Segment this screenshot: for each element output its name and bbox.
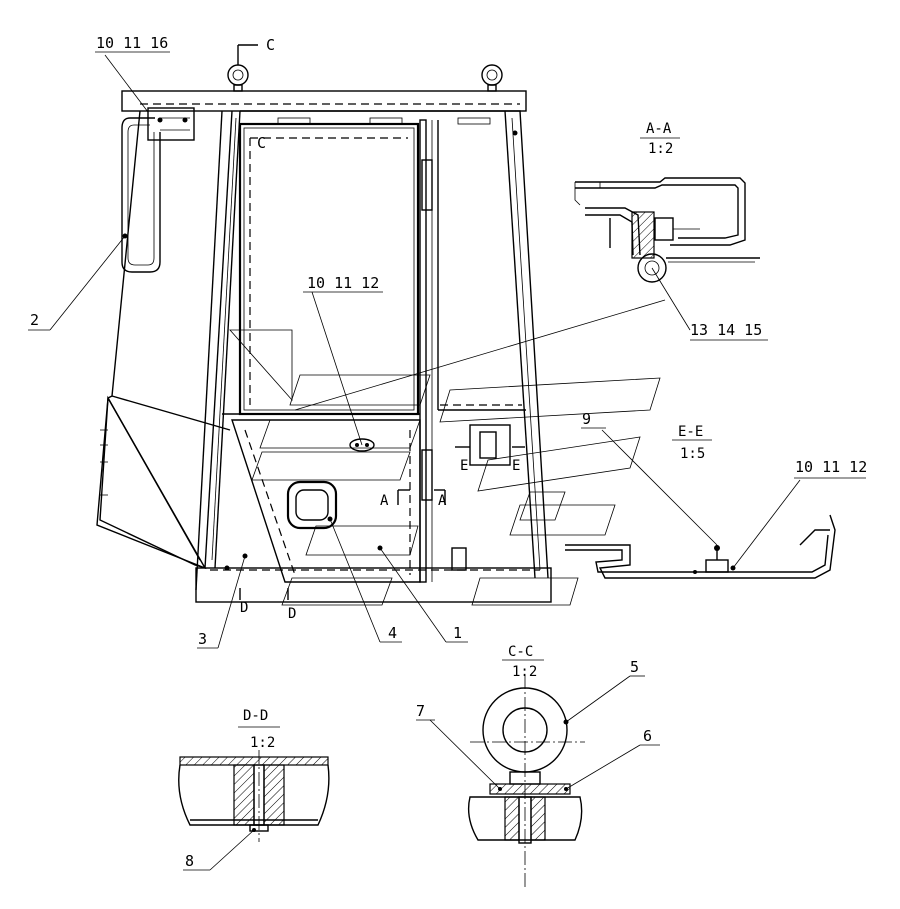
section-mark-a-right: A bbox=[438, 493, 447, 509]
lower-door-panel bbox=[231, 419, 421, 583]
rear-side-panel bbox=[99, 395, 207, 570]
handrail-bracket bbox=[147, 107, 195, 141]
section-mark-e-left: E bbox=[460, 458, 468, 474]
door-lock bbox=[349, 438, 375, 452]
section-dd-title: D-D bbox=[243, 708, 268, 724]
lifting-eye-right bbox=[481, 64, 503, 92]
lifting-eye-left bbox=[227, 64, 249, 92]
callout-5: 5 bbox=[630, 658, 639, 676]
callout-9: 9 bbox=[582, 410, 591, 428]
section-view-aa: A-A 1:2 bbox=[574, 121, 768, 341]
callout-6: 6 bbox=[643, 727, 652, 745]
callout-4: 4 bbox=[388, 624, 397, 642]
callout-2: 2 bbox=[30, 311, 39, 329]
section-cc-scale: 1:2 bbox=[512, 664, 537, 680]
cab-floor-base bbox=[195, 567, 552, 603]
leader-lines bbox=[28, 51, 468, 649]
section-view-cc: C-C 1:2 bbox=[416, 644, 660, 890]
section-mark-d-right: D bbox=[288, 606, 296, 622]
section-ee-title: E-E bbox=[678, 424, 703, 440]
callout-13-14-15: 13 14 15 bbox=[690, 321, 762, 339]
handrail bbox=[121, 117, 161, 273]
callout-7: 7 bbox=[416, 702, 425, 720]
section-ee-scale: 1:5 bbox=[680, 446, 705, 462]
section-aa-scale: 1:2 bbox=[648, 141, 673, 157]
cab-main-view: C bbox=[96, 36, 552, 622]
door-window-frame bbox=[238, 122, 420, 416]
section-aa-title: A-A bbox=[646, 121, 672, 137]
callout-8: 8 bbox=[185, 852, 194, 870]
section-mark-c-window: C bbox=[257, 134, 266, 152]
callout-10-11-16: 10 11 16 bbox=[96, 34, 168, 52]
section-mark-d-left: D bbox=[240, 600, 248, 616]
glazing-projections bbox=[229, 299, 666, 606]
callout-1: 1 bbox=[453, 624, 462, 642]
section-mark-c-top: C bbox=[266, 36, 275, 54]
section-view-dd: D-D 1:2 bbox=[178, 708, 330, 871]
section-view-ee: E-E 1:5 bbox=[565, 424, 866, 579]
callout-10-11-12-ee: 10 11 12 bbox=[795, 458, 867, 476]
callout-10-11-12-door: 10 11 12 bbox=[307, 274, 379, 292]
callout-3: 3 bbox=[198, 630, 207, 648]
section-mark-e-right: E bbox=[512, 458, 520, 474]
section-cc-title: C-C bbox=[508, 644, 533, 660]
section-dd-scale: 1:2 bbox=[250, 735, 275, 751]
door-handle bbox=[286, 480, 338, 530]
section-mark-a-left: A bbox=[380, 493, 389, 509]
